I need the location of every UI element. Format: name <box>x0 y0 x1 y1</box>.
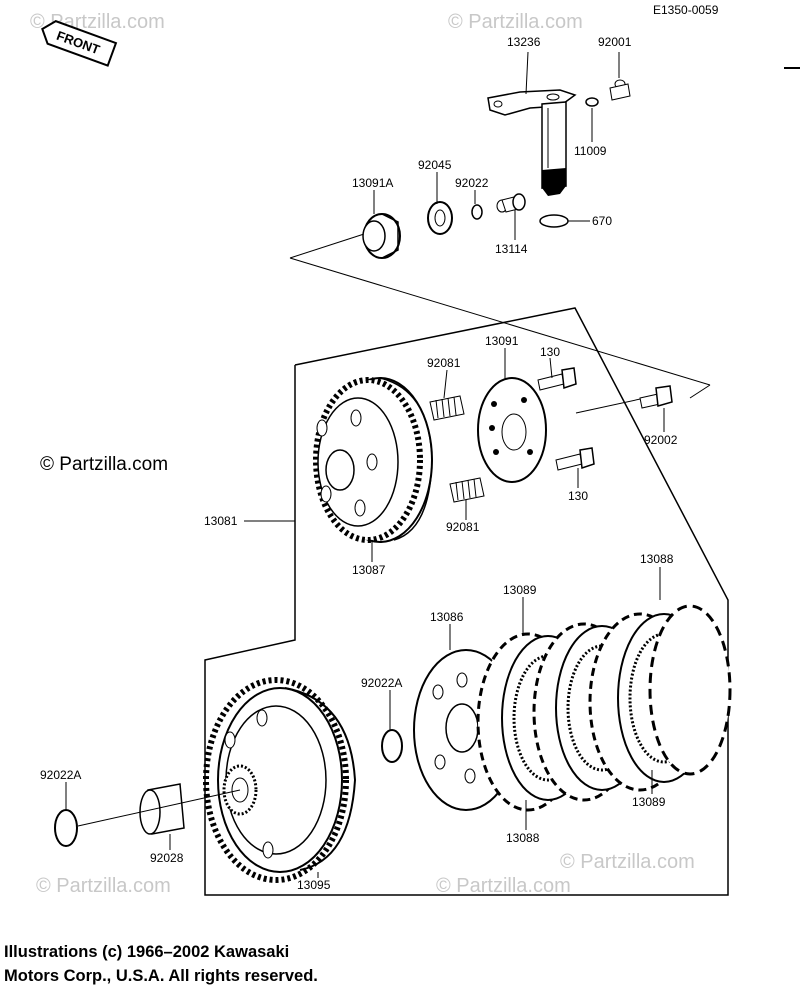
watermark: © Partzilla.com <box>448 11 583 33</box>
pressure-plate-icon <box>477 377 547 483</box>
part-label: 92022 <box>455 176 489 190</box>
leader-lines <box>65 51 665 878</box>
part-labels: 13236 92001 11009 670 13091A 92045 92022… <box>40 35 678 892</box>
part-label: 92022A <box>361 676 402 690</box>
release-lever-icon <box>487 89 577 196</box>
part-label: 92081 <box>446 520 480 534</box>
reference-line <box>575 397 646 414</box>
part-label: 11009 <box>574 144 607 158</box>
washer-icon <box>54 809 78 847</box>
screw-icon <box>609 79 631 101</box>
bearing-icon <box>427 201 453 235</box>
reference-line <box>689 384 711 399</box>
watermark-dark: © Partzilla.com <box>40 454 168 475</box>
collar-icon <box>139 783 185 835</box>
copyright-line: Motors Corp., U.S.A. All rights reserved… <box>4 967 318 985</box>
push-piece-icon <box>496 193 526 213</box>
part-label: 92022A <box>40 768 81 782</box>
part-label: 92002 <box>644 433 678 447</box>
part-label: 92001 <box>598 35 632 49</box>
o-ring-icon <box>539 214 569 228</box>
part-label: 92045 <box>418 158 452 172</box>
part-label: 13095 <box>297 878 331 892</box>
part-label: 13088 <box>506 831 540 845</box>
diagram-code: E1350-0059 <box>653 3 719 17</box>
copyright-notice: Illustrations (c) 1966–2002 Kawasaki Mot… <box>4 940 318 988</box>
spring-icon <box>429 395 465 421</box>
clutch-basket-icon <box>203 677 357 883</box>
part-label: 92081 <box>427 356 461 370</box>
circlip-icon <box>471 204 483 220</box>
part-label: 13091A <box>352 176 393 190</box>
watermark: © Partzilla.com <box>560 851 695 873</box>
watermark: © Partzilla.com <box>36 875 171 897</box>
part-label: 670 <box>592 214 612 228</box>
clutch-housing-gear-icon <box>313 377 433 543</box>
spring-icon <box>449 477 485 503</box>
part-label: 13086 <box>430 610 464 624</box>
shaft-line <box>77 789 241 827</box>
part-label: 130 <box>540 345 560 359</box>
reference-line <box>289 257 711 386</box>
part-label: 13087 <box>352 563 386 577</box>
bolt-icon <box>537 367 577 391</box>
bolt-icon <box>555 447 595 471</box>
seal-icon <box>362 213 401 259</box>
part-label: 13091 <box>485 334 519 348</box>
part-label: 13236 <box>507 35 541 49</box>
washer-icon <box>381 729 403 763</box>
watermark: © Partzilla.com <box>436 875 571 897</box>
copyright-line: Illustrations (c) 1966–2002 Kawasaki <box>4 943 290 961</box>
assembly-outline <box>204 307 729 896</box>
bolt-icon <box>639 385 673 409</box>
part-label: 13089 <box>503 583 537 597</box>
part-label: 13089 <box>632 795 666 809</box>
part-label: 13114 <box>495 242 528 256</box>
clutch-plates-icon <box>476 604 732 812</box>
part-label: 13081 <box>204 514 238 528</box>
part-label: 13088 <box>640 552 674 566</box>
washer-icon <box>585 97 599 107</box>
part-label: 92028 <box>150 851 184 865</box>
part-label: 130 <box>568 489 588 503</box>
